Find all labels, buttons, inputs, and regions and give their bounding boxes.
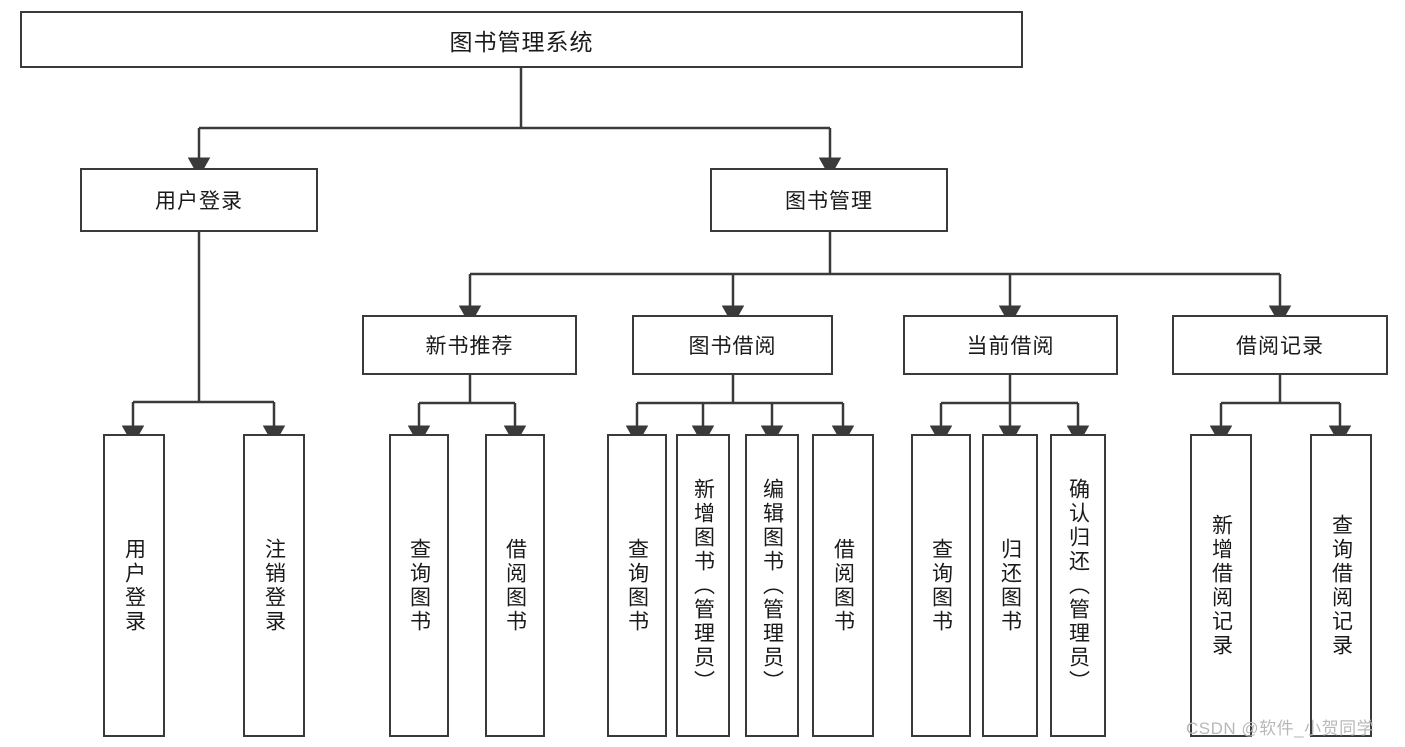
leaf-return-book-label: 归还图书	[998, 537, 1022, 634]
leaf-edit-book-admin-label: 编辑图书（管理员）	[760, 477, 784, 694]
leaf-logout[interactable]: 注销登录	[243, 434, 305, 737]
leaf-query-borrow-record-label: 查询借阅记录	[1329, 513, 1353, 658]
leaf-user-login[interactable]: 用户登录	[103, 434, 165, 737]
leaf-add-borrow-record-label: 新增借阅记录	[1209, 513, 1233, 658]
node-new-book-recommend[interactable]: 新书推荐	[362, 315, 577, 375]
leaf-user-login-label: 用户登录	[122, 537, 146, 634]
node-book-management-label: 图书管理	[785, 190, 873, 213]
node-book-borrow[interactable]: 图书借阅	[632, 315, 833, 375]
leaf-confirm-return-admin[interactable]: 确认归还（管理员）	[1050, 434, 1106, 737]
leaf-query-book-borrow-label: 查询图书	[625, 537, 649, 634]
node-current-borrow[interactable]: 当前借阅	[903, 315, 1118, 375]
leaf-return-book[interactable]: 归还图书	[982, 434, 1038, 737]
node-root[interactable]: 图书管理系统	[20, 11, 1023, 68]
leaf-query-book-recommend[interactable]: 查询图书	[389, 434, 449, 737]
leaf-borrow-book-recommend[interactable]: 借阅图书	[485, 434, 545, 737]
node-new-book-recommend-label: 新书推荐	[425, 335, 514, 358]
node-current-borrow-label: 当前借阅	[966, 335, 1055, 358]
node-user-login[interactable]: 用户登录	[80, 168, 318, 232]
leaf-add-book-admin[interactable]: 新增图书（管理员）	[676, 434, 730, 737]
leaf-query-book-current[interactable]: 查询图书	[911, 434, 971, 737]
leaf-confirm-return-admin-label: 确认归还（管理员）	[1066, 477, 1090, 694]
leaf-query-borrow-record[interactable]: 查询借阅记录	[1310, 434, 1372, 737]
node-user-login-label: 用户登录	[155, 190, 243, 213]
leaf-logout-label: 注销登录	[262, 537, 286, 634]
leaf-borrow-book-label: 借阅图书	[831, 537, 855, 634]
leaf-query-book-borrow[interactable]: 查询图书	[607, 434, 667, 737]
node-book-management[interactable]: 图书管理	[710, 168, 948, 232]
leaf-add-book-admin-label: 新增图书（管理员）	[691, 477, 715, 694]
node-borrow-records-label: 借阅记录	[1236, 335, 1324, 358]
node-borrow-records[interactable]: 借阅记录	[1172, 315, 1388, 375]
leaf-query-book-recommend-label: 查询图书	[407, 537, 431, 634]
node-book-borrow-label: 图书借阅	[688, 335, 777, 358]
leaf-query-book-current-label: 查询图书	[929, 537, 953, 634]
node-root-label: 图书管理系统	[449, 28, 594, 55]
watermark-text: CSDN @软件_小贺同学	[1186, 719, 1375, 738]
leaf-edit-book-admin[interactable]: 编辑图书（管理员）	[745, 434, 799, 737]
leaf-add-borrow-record[interactable]: 新增借阅记录	[1190, 434, 1252, 737]
leaf-borrow-book-recommend-label: 借阅图书	[503, 537, 527, 634]
leaf-borrow-book[interactable]: 借阅图书	[812, 434, 874, 737]
